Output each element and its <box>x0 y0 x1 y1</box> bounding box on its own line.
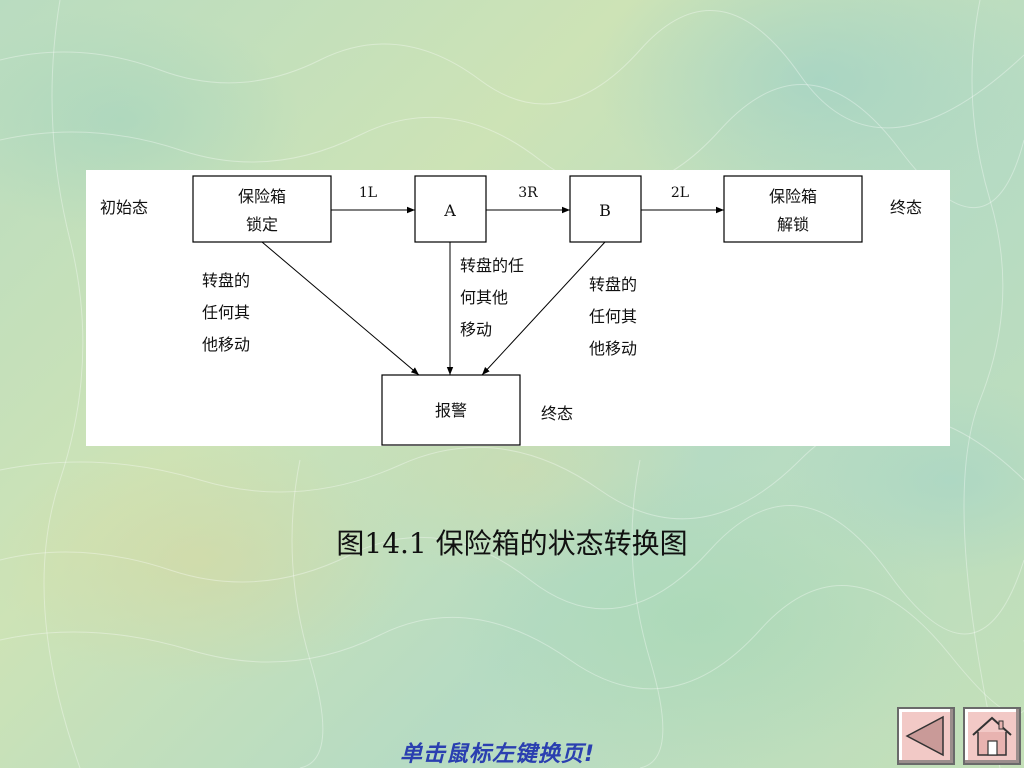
edge-label-left-line1: 转盘的 <box>202 271 250 290</box>
final-state-label-bottom: 终态 <box>541 404 573 423</box>
edge-label-left-line2: 任何其 <box>202 303 250 322</box>
edge-label-right-line3: 他移动 <box>589 339 637 358</box>
home-button[interactable] <box>963 707 1021 765</box>
node-safe-unlocked-line1: 保险箱 <box>769 187 817 206</box>
initial-state-label: 初始态 <box>100 198 148 217</box>
edge-label-left-line3: 他移动 <box>202 335 250 354</box>
node-b <box>569 175 642 243</box>
node-alarm-label: 报警 <box>435 401 467 420</box>
home-icon <box>972 716 1012 756</box>
state-diagram: 初始态 保险箱 锁定 A B 保险箱 解锁 终态 1L 3R 2L 报警 终态 <box>100 175 922 446</box>
click-to-turn-page-hint: 单击鼠标左键换页! <box>400 742 596 767</box>
edge-label-3r: 3R <box>518 185 538 201</box>
final-state-label-top: 终态 <box>890 198 922 217</box>
node-safe-locked-line1: 保险箱 <box>238 187 286 206</box>
edge-locked-to-alarm <box>261 241 420 376</box>
edge-label-mid-line1: 转盘的任 <box>460 256 524 275</box>
node-b-label: B <box>599 201 611 220</box>
edge-label-mid-line3: 移动 <box>460 320 492 339</box>
edge-label-1l: 1L <box>359 185 377 201</box>
edge-label-right-line2: 任何其 <box>589 307 637 326</box>
node-safe-unlocked-line2: 解锁 <box>777 215 809 234</box>
node-alarm <box>381 374 521 446</box>
node-safe-unlocked <box>723 175 863 243</box>
node-a-label: A <box>443 201 456 220</box>
edge-label-right-line1: 转盘的 <box>589 275 637 294</box>
prev-page-button[interactable] <box>897 707 955 765</box>
edge-label-mid-line2: 何其他 <box>460 288 508 307</box>
edge-b-to-alarm <box>481 241 606 376</box>
figure-caption: 图14.1 保险箱的状态转换图 <box>336 527 688 560</box>
state-diagram-figure: 初始态 保险箱 锁定 A B 保险箱 解锁 终态 1L 3R 2L 报警 终态 <box>86 170 950 446</box>
node-safe-locked-line2: 锁定 <box>246 215 278 234</box>
edge-label-2l: 2L <box>671 185 689 201</box>
node-safe-locked <box>192 175 332 243</box>
triangle-left-icon <box>905 715 944 757</box>
